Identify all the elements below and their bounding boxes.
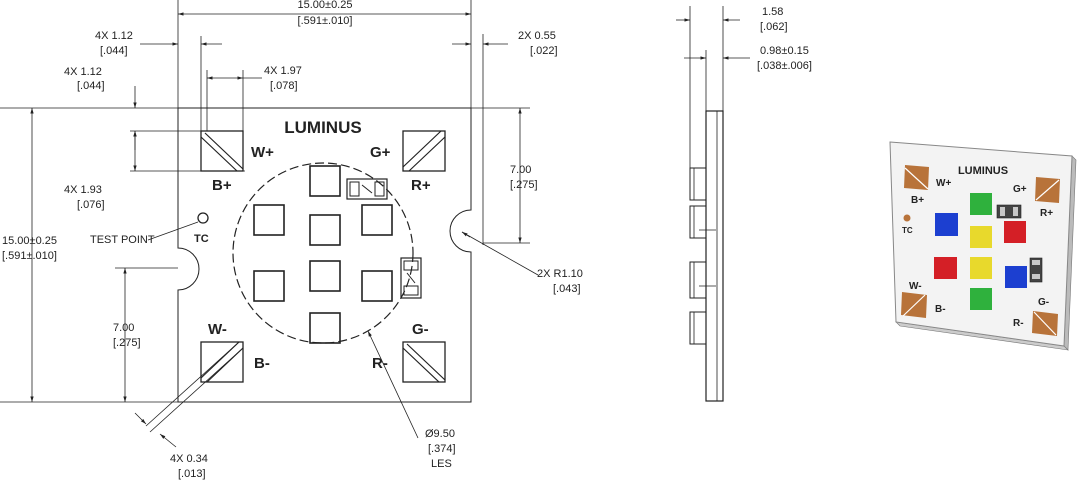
dim-notch-pos-l-l1: 7.00 xyxy=(113,322,134,334)
dim-side-board-l2: [.038±.006] xyxy=(757,60,812,72)
dim-notch-depth-l2: [.022] xyxy=(530,45,558,57)
pad-top-right xyxy=(402,130,446,172)
dim-notch-radius-l2: [.043] xyxy=(553,283,581,295)
iso-pad-label-b-plus: B+ xyxy=(911,195,924,206)
pad-top-left xyxy=(200,130,244,172)
side-bump xyxy=(689,205,707,239)
side-view: 1.58 [.062] 0.98±0.15 [.038±.006] xyxy=(676,6,812,402)
led-die xyxy=(253,204,285,236)
iso-pad-label-w-plus: W+ xyxy=(936,178,951,189)
dim-les-l3: LES xyxy=(431,458,452,470)
pad-label-r-minus: R- xyxy=(372,355,388,372)
dim-pad-offset-y-l2: [.044] xyxy=(77,80,105,92)
dim-pad-offset-x-l2: [.044] xyxy=(100,45,128,57)
dim-height-l1: 15.00±0.25 xyxy=(2,235,57,247)
dim-notch-radius-l1: 2X R1.10 xyxy=(537,268,583,280)
iso-brand-label: LUMINUS xyxy=(958,165,1008,177)
side-bump xyxy=(689,261,707,299)
dim-les-l1: Ø9.50 xyxy=(425,428,455,440)
dim-notch-pos-l-l2: [.275] xyxy=(113,337,141,349)
led-dies xyxy=(253,165,393,344)
pad-label-w-minus: W- xyxy=(208,321,227,338)
iso-led-green xyxy=(970,193,992,215)
dim-pad-gap-l2: [.013] xyxy=(178,468,206,480)
dim-pad-width-l2: [.078] xyxy=(270,80,298,92)
side-bump xyxy=(689,167,707,201)
dim-pad-offset-x-l1: 4X 1.12 xyxy=(95,30,133,42)
led-die xyxy=(309,312,341,344)
tc-label: TC xyxy=(194,233,209,245)
led-die xyxy=(309,165,341,197)
dim-width-l2: [.591±.010] xyxy=(298,15,353,27)
zener-component-top xyxy=(346,178,388,200)
dim-width-l1: 15.00±0.25 xyxy=(298,0,353,11)
dim-pad-offset-y-l1: 4X 1.12 xyxy=(64,66,102,78)
iso-pad-label-w-minus: W- xyxy=(909,281,922,292)
iso-view: LUMINUS W+ B+ G+ R+ TC W- B- G- R- xyxy=(889,141,1077,351)
dim-pad-height-l2: [.076] xyxy=(77,199,105,211)
dim-pad-gap-l1: 4X 0.34 xyxy=(170,453,208,465)
side-board xyxy=(705,110,724,402)
brand-label: LUMINUS xyxy=(284,118,361,137)
les-circle xyxy=(232,162,414,344)
dim-pad-height-l1: 4X 1.93 xyxy=(64,184,102,196)
pad-label-w-plus: W+ xyxy=(251,144,274,161)
dim-height-l2: [.591±.010] xyxy=(2,250,57,262)
iso-tc-dot xyxy=(903,214,911,222)
iso-tc-label: TC xyxy=(902,226,913,235)
side-bump xyxy=(689,311,707,345)
led-die xyxy=(309,214,341,246)
iso-led-red xyxy=(1004,221,1026,243)
pad-label-g-plus: G+ xyxy=(370,144,391,161)
iso-led-yellow xyxy=(970,226,992,248)
iso-led-blue xyxy=(935,213,958,236)
pad-bottom-left xyxy=(200,341,244,383)
test-point-circle xyxy=(197,212,209,224)
test-point-label: TEST POINT xyxy=(90,234,155,246)
zener-component-right xyxy=(400,257,422,299)
pad-label-b-minus: B- xyxy=(254,355,270,372)
dim-les-l2: [.374] xyxy=(428,443,456,455)
pad-label-b-plus: B+ xyxy=(212,177,232,194)
iso-pad-label-g-minus: G- xyxy=(1038,297,1049,308)
dim-notch-depth-l1: 2X 0.55 xyxy=(518,30,556,42)
pad-bottom-right xyxy=(402,341,446,383)
pad-label-r-plus: R+ xyxy=(411,177,431,194)
led-die xyxy=(361,270,393,302)
iso-led-yellow xyxy=(970,257,992,279)
pad-label-g-minus: G- xyxy=(412,321,429,338)
dim-notch-pos-r-l2: [.275] xyxy=(510,179,538,191)
dim-pad-width-l1: 4X 1.97 xyxy=(264,65,302,77)
iso-led-green xyxy=(970,288,992,310)
front-view: LUMINUS W+ B+ G+ R+ W- B- G- R- TC TEST … xyxy=(0,0,583,480)
led-die xyxy=(253,270,285,302)
dim-side-total-l1: 1.58 xyxy=(762,6,783,18)
dim-side-board-l1: 0.98±0.15 xyxy=(760,45,809,57)
iso-pad-label-g-plus: G+ xyxy=(1013,184,1027,195)
iso-led-blue xyxy=(1005,266,1027,288)
dim-side-total-l2: [.062] xyxy=(760,21,788,33)
led-die xyxy=(309,260,341,292)
iso-pad-label-b-minus: B- xyxy=(935,304,946,315)
iso-pad-label-r-minus: R- xyxy=(1013,318,1024,329)
iso-pad-label-r-plus: R+ xyxy=(1040,208,1053,219)
dim-notch-pos-r-l1: 7.00 xyxy=(510,164,531,176)
board-outline xyxy=(177,107,472,403)
iso-led-red xyxy=(934,257,957,279)
led-die xyxy=(361,204,393,236)
